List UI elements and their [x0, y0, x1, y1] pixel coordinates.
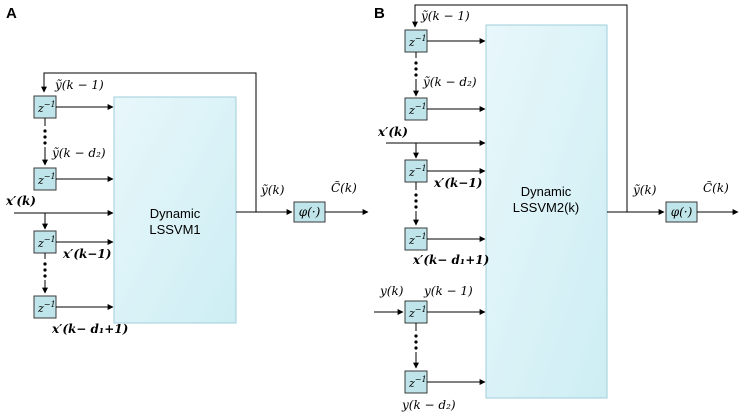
phi-block-a: φ(·) [293, 201, 326, 223]
delay-yd-a: z−1 [33, 167, 57, 191]
delay-x1-a: z−1 [33, 230, 57, 254]
panel-a: A Dynamic LSSVM1 ỹ(k − 1) z−1 ỹ(k − d₂) … [5, 5, 369, 336]
svg-text:φ(·): φ(·) [299, 205, 321, 219]
x-in-label-a: x′(k) [5, 194, 36, 208]
delay-x1-b: z−1 [404, 159, 428, 183]
c-out-label-b: C̃(k) [703, 180, 729, 195]
svg-text:z−1: z−1 [408, 164, 427, 179]
svg-text:φ(·): φ(·) [671, 205, 693, 219]
svg-text:z−1: z−1 [37, 235, 56, 250]
x-prev-label-a: x′(k−1) [62, 247, 111, 261]
svg-text:z−1: z−1 [37, 172, 56, 187]
delay-xd-b: z−1 [404, 227, 428, 251]
delay-yk1-b: z−1 [404, 300, 428, 324]
y-out-label-a: ỹ(k) [260, 183, 285, 197]
delay-y1-a: z−1 [33, 95, 57, 119]
x-prev-d-label-b: x′(k− d₁+1) [412, 253, 489, 267]
lssvm2-title-line2: LSSVM2(k) [513, 200, 579, 215]
x-prev-label-b: x′(k−1) [433, 176, 482, 190]
yk-prev-d-label-b: y(k − d₂) [401, 398, 456, 412]
delay-ykd-b: z−1 [404, 370, 428, 394]
delay-xd-a: z−1 [33, 295, 57, 319]
svg-text:z−1: z−1 [37, 300, 56, 315]
svg-text:z−1: z−1 [408, 305, 427, 320]
x-prev-d-label-a: x′(k− d₁+1) [51, 322, 128, 336]
lssvm1-title-line2: LSSVM1 [149, 222, 200, 237]
panel-b-label: B [374, 5, 385, 22]
c-out-label-a: C̃(k) [331, 180, 357, 195]
svg-text:z−1: z−1 [408, 232, 427, 247]
svg-text:z−1: z−1 [37, 100, 56, 115]
lssvm1-block [113, 96, 237, 324]
delay-yd-b: z−1 [404, 97, 428, 121]
panel-a-label: A [6, 5, 17, 22]
panel-b: B Dynamic LSSVM2(k) ỹ(k − 1) z−1 ỹ(k − d… [374, 4, 739, 412]
yk-in-label-b: y(k) [379, 284, 404, 298]
svg-text:z−1: z−1 [408, 34, 427, 49]
x-in-label-b: x′(k) [377, 125, 408, 139]
lssvm2-title-line1: Dynamic [521, 184, 572, 199]
svg-text:z−1: z−1 [408, 102, 427, 117]
y-prev-d-label-a: ỹ(k − d₂) [51, 146, 106, 160]
phi-block-b: φ(·) [665, 201, 698, 223]
y-prev-label-a: ỹ(k − 1) [54, 78, 104, 92]
lssvm1-title-line1: Dynamic [150, 206, 201, 221]
y-out-label-b: ỹ(k) [632, 183, 657, 197]
delay-y1-b: z−1 [404, 29, 428, 53]
svg-text:z−1: z−1 [408, 375, 427, 390]
y-prev-d-label-b: ỹ(k − d₂) [422, 75, 477, 89]
lssvm2-block [485, 24, 608, 399]
y-prev-label-b: ỹ(k − 1) [420, 9, 470, 23]
yk-prev-label-b: y(k − 1) [423, 284, 473, 298]
